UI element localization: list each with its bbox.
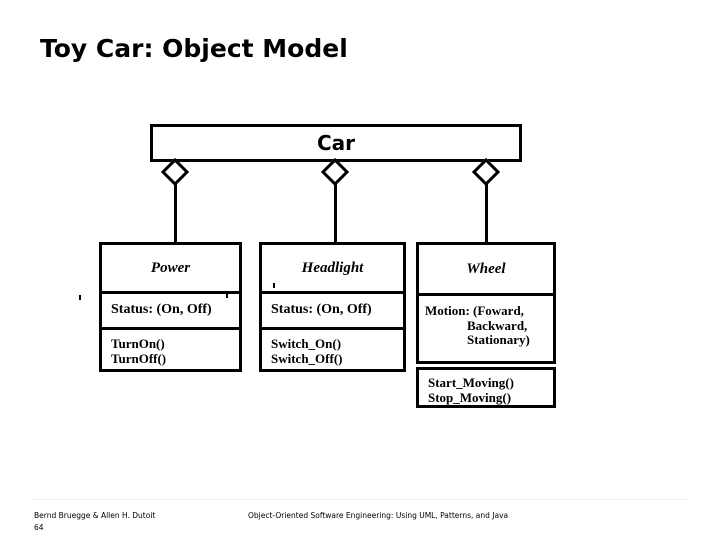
footer-book-title: Object-Oriented Software Engineering: Us… (248, 511, 509, 520)
uml-operation-item: TurnOn() (111, 336, 165, 351)
scan-artifact-tick (79, 295, 81, 300)
uml-class-power[interactable]: Power Status: (On, Off) TurnOn() TurnOff… (99, 242, 242, 372)
aggregation-line-wheel (484, 182, 488, 242)
scan-artifact-tick (226, 293, 228, 298)
uml-operation-item: Switch_On() (271, 336, 342, 351)
uml-attribute-line: Backward, (467, 317, 528, 333)
uml-operations-box-wheel[interactable]: Start_Moving() Stop_Moving() (416, 367, 556, 408)
uml-class-car[interactable]: Car (150, 124, 522, 162)
footer-page-number: 64 (34, 523, 44, 532)
uml-class-name-headlight: Headlight (301, 260, 364, 276)
aggregation-line-power (173, 182, 177, 242)
footer-divider (30, 499, 688, 500)
uml-operations-headlight: Switch_On() Switch_Off() (262, 327, 403, 372)
uml-class-wheel[interactable]: Wheel Motion: (Foward, Backward, Station… (416, 242, 556, 364)
uml-operation-item: Stop_Moving() (428, 389, 512, 405)
uml-attributes-wheel: Motion: (Foward, Backward, Stationary) (419, 293, 553, 364)
uml-attributes-power: Status: (On, Off) (102, 291, 239, 327)
aggregation-line-headlight (333, 182, 337, 242)
uml-class-headlight[interactable]: Headlight Status: (On, Off) Switch_On() … (259, 242, 406, 372)
uml-operations-power: TurnOn() TurnOff() (102, 327, 239, 372)
uml-operation-item: Start_Moving() (428, 375, 514, 390)
uml-attribute-line: Stationary) (467, 332, 530, 348)
uml-class-name-car: Car (316, 131, 356, 155)
footer-authors: Bernd Bruegge & Allen H. Dutoit (34, 511, 156, 520)
uml-operations-wheel: Start_Moving() Stop_Moving() (419, 370, 553, 405)
scan-artifact-tick (273, 283, 275, 288)
uml-attribute-line: Motion: (Foward, (425, 303, 524, 318)
uml-operation-item: TurnOff() (111, 350, 167, 366)
uml-class-name-power: Power (150, 260, 191, 276)
uml-attributes-headlight: Status: (On, Off) (262, 291, 403, 327)
page-title: Toy Car: Object Model (40, 34, 348, 63)
uml-operation-item: Switch_Off() (271, 350, 343, 366)
uml-class-name-wheel: Wheel (466, 261, 506, 277)
